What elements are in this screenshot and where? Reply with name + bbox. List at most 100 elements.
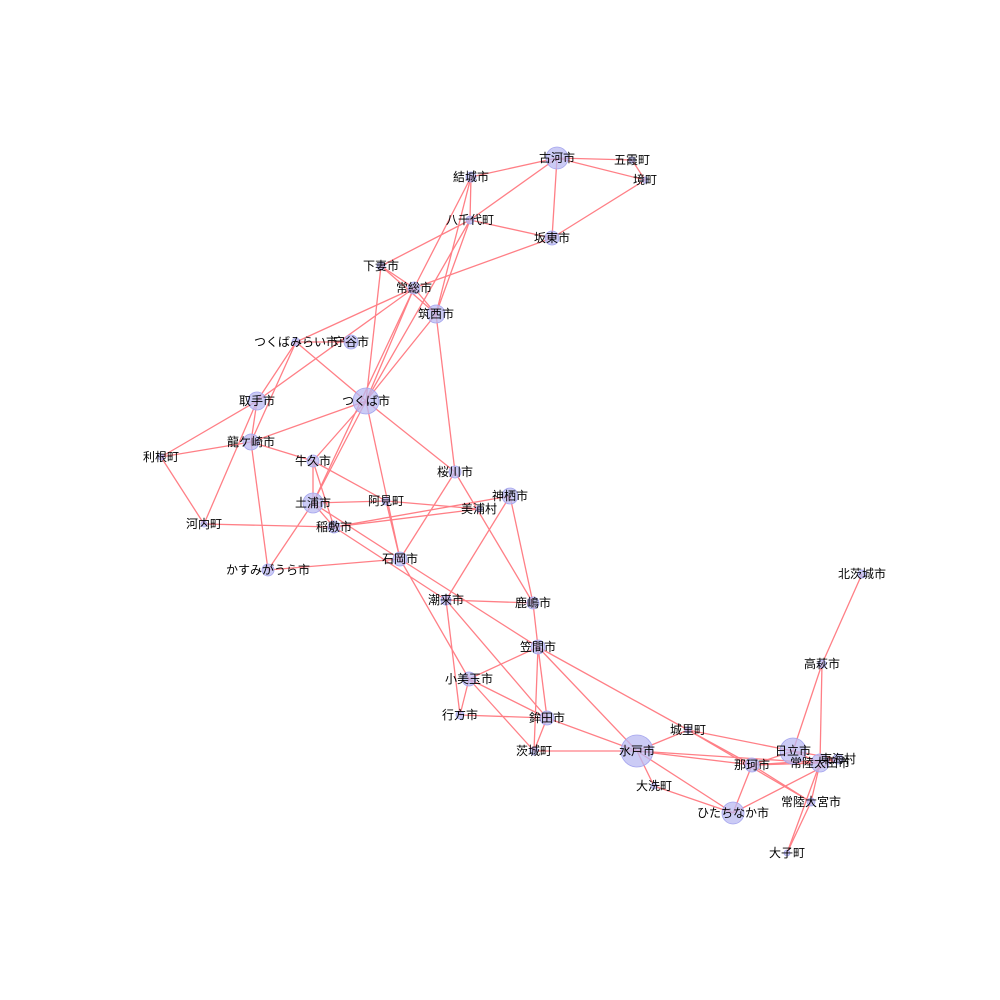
node-koga — [545, 146, 569, 170]
node-toride — [247, 391, 267, 411]
node-namegata — [455, 710, 465, 720]
edge-kawachi-inashiki — [203, 523, 335, 528]
edge-omitama-hokota — [468, 678, 548, 719]
node-label-ishioka: 石岡市 — [382, 551, 418, 566]
edge-ami-ishioka — [385, 500, 401, 560]
node-label-daigo: 大子町 — [769, 846, 805, 860]
node-label-ibarakimachi: 茨城町 — [516, 744, 552, 758]
node-kamisu — [501, 487, 519, 505]
node-shimotsuma — [376, 261, 386, 271]
edge-ishioka-kasama — [399, 558, 539, 648]
edge-kasama-hokota — [537, 646, 548, 719]
edge-sakuragawa-kashima — [454, 471, 534, 604]
edge-omitama-ibarakimachi — [468, 678, 535, 752]
edge-takahagi-kitaibaraki — [821, 573, 863, 665]
edge-takahagi-hitachiota — [819, 663, 823, 764]
edge-tsuchiura-ami — [312, 500, 387, 504]
edge-koga-sakai — [556, 157, 646, 181]
edge-chikusei-sakuragawa — [435, 313, 456, 473]
node-ibarakimachi — [529, 746, 539, 756]
edge-ryugasaki-tsukuba — [250, 400, 367, 443]
edge-bando-joso — [413, 237, 553, 289]
node-label-hitachiomiya: 常陸大宮市 — [781, 794, 841, 809]
edge-kasama-ibarakimachi — [533, 646, 539, 752]
edge-namegata-hokota — [459, 714, 548, 719]
node-ishioka — [392, 551, 408, 567]
edge-yuki-yachiyo — [469, 176, 472, 221]
edge-tsukubamirai-toride — [256, 341, 297, 402]
edge-oarai-hitachinaka — [653, 785, 734, 814]
edge-yachiyo-bando — [469, 219, 553, 239]
node-ushiku — [306, 454, 320, 468]
edge-mito-naka — [636, 750, 753, 766]
edge-ishioka-omitama — [399, 558, 470, 680]
node-moriya — [343, 334, 359, 350]
node-mito — [620, 734, 654, 768]
edge-tsukubamirai-tsukuba — [295, 341, 367, 402]
node-label-kashima: 鹿嶋市 — [515, 595, 551, 610]
node-label-ryugasaki: 龍ケ崎市 — [227, 434, 275, 449]
edge-shirosato-hitachi — [687, 729, 794, 752]
node-label-ushiku: 牛久市 — [295, 453, 331, 468]
edge-ryugasaki-kasumigaura — [250, 441, 269, 571]
edge-tsukuba-ishioka — [365, 400, 401, 560]
node-label-itako: 潮来市 — [428, 592, 464, 607]
edge-tsukuba-tsuchiura — [312, 400, 367, 504]
edge-ushiku-inashiki — [312, 460, 335, 528]
edge-yachiyo-shimotsuma — [380, 219, 471, 267]
edge-ishioka-kasumigaura — [267, 558, 401, 571]
edge-inashiki-itako — [333, 526, 447, 601]
node-label-yachiyo: 八千代町 — [446, 213, 494, 227]
edge-chikusei-tsukuba — [365, 313, 437, 402]
node-label-tsuchiura: 土浦市 — [295, 495, 331, 510]
edge-sakai-bando — [551, 179, 646, 239]
edge-koga-yuki — [470, 157, 558, 178]
node-label-tsukubamirai: つくばみらい市 — [254, 334, 338, 349]
node-takahagi — [817, 659, 827, 669]
node-label-goka: 五霞町 — [614, 153, 650, 167]
nodes-layer — [157, 146, 867, 857]
edge-shimotsuma-joso — [380, 265, 415, 289]
edge-kamisu-kashima — [509, 495, 534, 604]
node-label-chikusei: 筑西市 — [418, 306, 454, 321]
node-label-hitachi: 日立市 — [775, 743, 811, 758]
node-daigo — [783, 849, 791, 857]
node-tsukubamirai — [291, 337, 301, 347]
edge-shimotsuma-tsukuba — [365, 265, 382, 402]
edge-naka-hitachiota — [751, 762, 821, 766]
node-label-kawachi: 河内町 — [186, 517, 222, 531]
node-tokai — [832, 753, 844, 765]
node-chikusei — [426, 304, 446, 324]
edge-toride-kawachi — [203, 400, 258, 525]
edge-kasama-omitama — [468, 646, 539, 680]
node-label-yuki: 結城市 — [453, 169, 489, 184]
node-label-kasumigaura: かすみがうら市 — [226, 562, 310, 577]
node-sakai — [641, 176, 649, 184]
node-yachiyo — [465, 215, 475, 225]
edge-inashiki-miho — [333, 508, 480, 528]
edge-tsukuba-sakuragawa — [365, 400, 456, 473]
node-hitachi — [779, 737, 807, 765]
edge-yachiyo-chikusei — [435, 219, 471, 315]
node-label-kamisu: 神栖市 — [492, 488, 528, 503]
edge-koga-bando — [551, 157, 558, 239]
node-hokota — [539, 710, 555, 726]
node-kasama — [530, 639, 546, 655]
node-ami — [381, 496, 391, 506]
node-label-shimotsuma: 下妻市 — [363, 258, 399, 273]
node-label-sakuragawa: 桜川市 — [437, 464, 473, 479]
node-kawachi — [200, 520, 208, 528]
edge-yachiyo-tsukuba — [365, 219, 471, 402]
node-naka — [744, 757, 760, 773]
edge-ryugasaki-tone — [160, 441, 252, 458]
node-label-hitachiota: 常陸太田市 — [790, 755, 850, 770]
node-label-hitachinaka: ひたちなか市 — [697, 805, 769, 820]
node-label-tokai: 東海村 — [820, 751, 856, 766]
node-label-bando: 坂東市 — [534, 230, 570, 245]
node-label-hokota: 鉾田市 — [529, 710, 565, 725]
node-goka — [628, 156, 636, 164]
edge-inashiki-kamisu — [333, 495, 511, 528]
edge-goka-sakai — [631, 159, 646, 181]
edge-kasama-shirosato — [537, 646, 689, 731]
